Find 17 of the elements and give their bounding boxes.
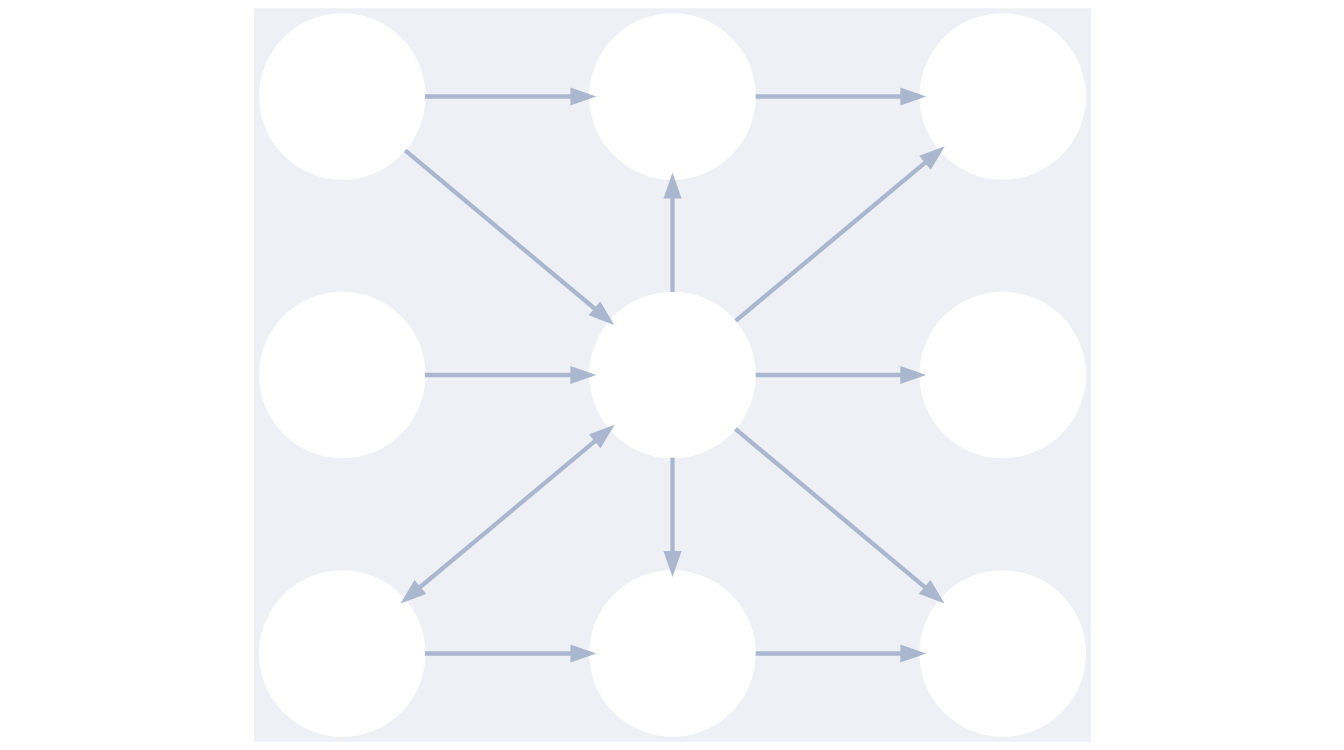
node-circle (918, 291, 1086, 459)
node-circle (588, 570, 756, 737)
arrow (662, 457, 682, 578)
arrow (424, 365, 596, 385)
node-circle (588, 13, 756, 180)
arrow (424, 644, 596, 663)
arrow (424, 87, 596, 106)
arrow (733, 427, 944, 604)
arrow (755, 644, 926, 663)
node-circle (258, 13, 426, 180)
node-circle (258, 291, 426, 459)
arrow (755, 365, 926, 385)
arrow (755, 87, 926, 106)
arrow (662, 172, 682, 292)
arrow (403, 148, 614, 325)
arrow (733, 146, 945, 323)
arrow (400, 424, 615, 604)
